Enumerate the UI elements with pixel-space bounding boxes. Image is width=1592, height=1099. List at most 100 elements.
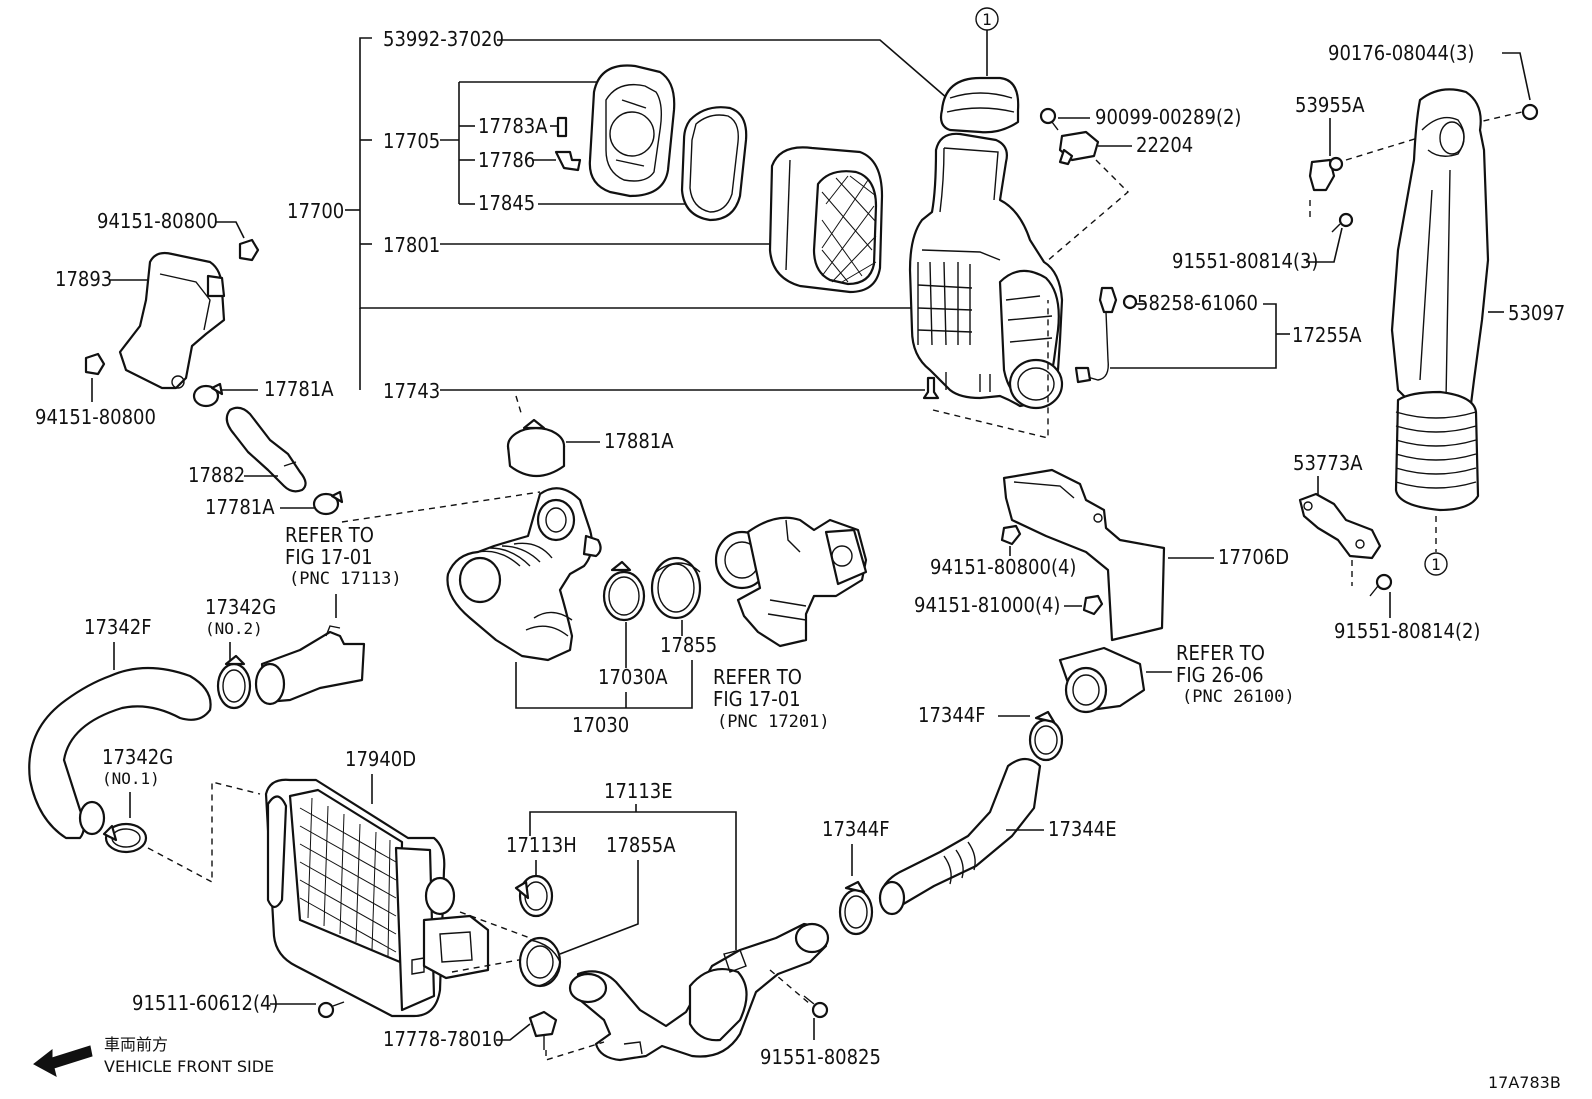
nut-94151-top-part <box>238 238 260 262</box>
vacuum-hose-17255A-part <box>1074 286 1138 384</box>
throttle-inlet-part <box>1058 646 1146 714</box>
label-91551-80814-2: 91551-80814(2) <box>1334 619 1480 643</box>
label-17893: 17893 <box>55 267 112 291</box>
label-94151-80800-4: 94151-80800(4) <box>930 555 1076 579</box>
bolt-90099-part <box>1039 107 1059 131</box>
label-17781A-1: 17781A <box>264 377 334 401</box>
label-91551-80825: 91551-80825 <box>760 1045 881 1069</box>
label-17342G-no2: 17342G <box>205 595 276 619</box>
airflow-meter-22204-part <box>1058 130 1100 166</box>
label-94151-80800-left: 94151-80800 <box>35 405 156 429</box>
label-91551-80814-3: 91551-80814(3) <box>1172 249 1318 273</box>
label-17113H: 17113H <box>506 833 577 857</box>
marker-1-bottom-label: 1 <box>1431 555 1441 574</box>
bracket-53955A-part <box>1308 156 1344 192</box>
label-17882: 17882 <box>188 463 245 487</box>
intake-hose-17030-part <box>446 487 602 662</box>
turbocharger-part <box>714 516 868 648</box>
air-filter-element-part <box>768 146 884 294</box>
bolt-90176-part <box>1521 103 1539 121</box>
clamp-17781A-1-part <box>192 382 224 408</box>
marker-circle-1-bottom <box>1424 552 1448 576</box>
label-17342G-no1-sub: (NO.1) <box>102 769 160 788</box>
hose-17342F-part <box>28 666 212 840</box>
label-17705: 17705 <box>383 129 440 153</box>
label-17342F: 17342F <box>84 615 152 639</box>
bolt-91551-80825-part <box>803 995 829 1019</box>
label-17113E: 17113E <box>604 779 673 803</box>
label-17344E: 17344E <box>1048 817 1117 841</box>
bolt-91551-814-2-part <box>1369 573 1393 597</box>
nut-94151-81000-part <box>1082 594 1104 616</box>
label-17881A: 17881A <box>604 429 674 453</box>
label-22204: 22204 <box>1136 133 1193 157</box>
ref-17201-line1: REFER TO <box>713 665 802 689</box>
vehicle-front-jp-label: 車両前方 <box>104 1035 168 1054</box>
bracket-53773A-part <box>1298 492 1382 560</box>
label-17743: 17743 <box>383 379 440 403</box>
label-17344F-upper: 17344F <box>918 703 986 727</box>
air-cleaner-cap-part <box>939 76 1020 134</box>
hose-17855-part <box>650 556 702 620</box>
ref-17113-line3: (PNC 17113) <box>289 569 402 589</box>
front-direction-arrow-icon <box>33 1045 93 1077</box>
label-17781A-2: 17781A <box>205 495 275 519</box>
nut-94151-80800-4-part <box>1000 524 1022 546</box>
bolt-17778-78010-part <box>528 1010 558 1050</box>
label-17255A: 17255A <box>1292 323 1362 347</box>
clamp-17881A-part <box>506 418 566 478</box>
label-17940D: 17940D <box>345 747 416 771</box>
ref-17113-line1: REFER TO <box>285 523 374 547</box>
snorkel-53097-part <box>1390 88 1490 512</box>
clamp-17344F-lower-part <box>838 880 874 936</box>
clamp-17113H-part <box>514 874 554 918</box>
label-91511-60612: 91511-60612(4) <box>132 991 278 1015</box>
vehicle-front-en-label: VEHICLE FRONT SIDE <box>104 1057 274 1076</box>
clamp-17030A-part <box>602 560 646 622</box>
intercooler-outlet-pipe-part <box>568 922 830 1062</box>
pipe-17113-part <box>254 625 366 706</box>
label-53097: 53097 <box>1508 301 1565 325</box>
label-17778-78010: 17778-78010 <box>383 1027 504 1051</box>
label-17706D: 17706D <box>1218 545 1289 569</box>
label-17342G-no2-sub: (NO.2) <box>205 619 263 638</box>
air-cleaner-case-part <box>908 132 1064 410</box>
clamp-17344F-upper-part <box>1028 710 1064 762</box>
gasket-ring-part <box>680 106 748 222</box>
label-94151-80800-top: 94151-80800 <box>97 209 218 233</box>
label-17783A: 17783A <box>478 114 548 138</box>
intercooler-17940D-part <box>264 778 490 1018</box>
clamp-17342G-no2-part <box>216 654 252 710</box>
label-90176-08044: 90176-08044(3) <box>1328 41 1474 65</box>
label-17700: 17700 <box>287 199 344 223</box>
bolt-91551-814-3-part <box>1331 212 1354 233</box>
label-53955A: 53955A <box>1295 93 1365 117</box>
diagram-code-label: 17A783B <box>1488 1073 1561 1092</box>
clamp-17342G-no1-part <box>102 822 148 854</box>
clip-17743-part <box>922 376 940 400</box>
ref-17201-line3: (PNC 17201) <box>717 712 830 732</box>
label-17030A: 17030A <box>598 665 668 689</box>
hose-17344E-part <box>878 757 1042 916</box>
label-17801: 17801 <box>383 233 440 257</box>
label-90099-00289: 90099-00289(2) <box>1095 105 1241 129</box>
ref-17113-line2: FIG 17-01 <box>285 545 373 569</box>
ref-17201-line2: FIG 17-01 <box>713 687 801 711</box>
label-17030: 17030 <box>572 713 629 737</box>
ref-26100-line3: (PNC 26100) <box>1182 687 1295 707</box>
label-58258-61060: 58258-61060 <box>1137 291 1258 315</box>
marker-1-top-label: 1 <box>982 10 992 29</box>
label-53773A: 53773A <box>1293 451 1363 475</box>
label-17342G-no1: 17342G <box>102 745 173 769</box>
bolt-91511-60612-part <box>317 1001 345 1019</box>
hose-17855A-part <box>518 936 562 988</box>
nut-94151-left-part <box>84 352 106 376</box>
label-53992-37020: 53992-37020 <box>383 27 504 51</box>
ref-26100-line1: REFER TO <box>1176 641 1265 665</box>
clamp-17781A-2-part <box>312 490 344 516</box>
cover-17893-part <box>118 251 226 390</box>
hose-17882-part <box>225 406 307 493</box>
label-17786: 17786 <box>478 148 535 172</box>
label-17855: 17855 <box>660 633 717 657</box>
